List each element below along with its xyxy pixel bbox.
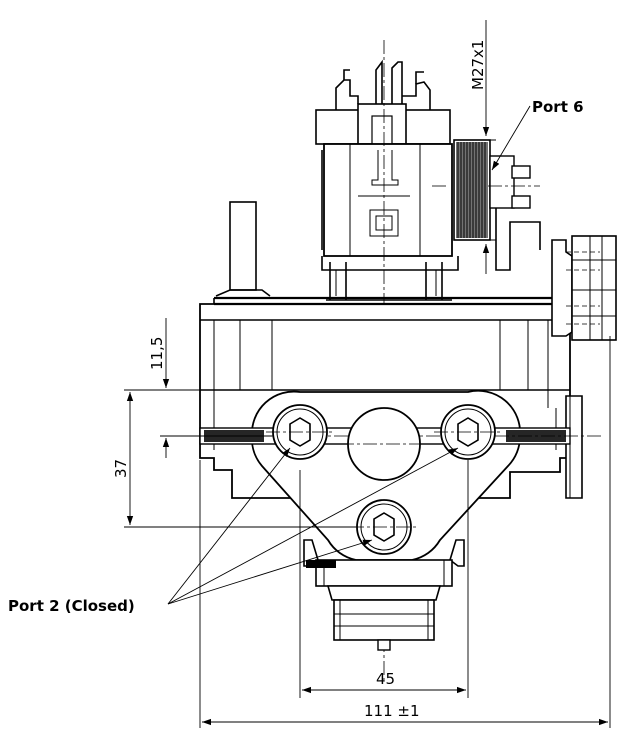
thread-label: M27x1: [469, 40, 487, 90]
lower-body: [303, 539, 465, 651]
solenoid-connector: [315, 59, 541, 301]
left-dimensions: [124, 318, 356, 528]
thread-hatch: [456, 142, 488, 238]
right-fitting: [551, 235, 617, 499]
port-6-label: Port 6: [532, 98, 584, 116]
left-tube: [215, 201, 271, 297]
dim-45: 45: [376, 670, 395, 688]
port-2-label: Port 2 (Closed): [8, 597, 135, 615]
thread-dimension: [476, 20, 496, 274]
bottom-dimensions: [199, 336, 611, 728]
dim-11-5: 11,5: [148, 337, 166, 370]
port-2-leaders: [167, 447, 459, 605]
dim-111: 111 ±1: [364, 702, 420, 720]
port-6-leader: [491, 105, 531, 171]
dim-37: 37: [112, 459, 130, 478]
